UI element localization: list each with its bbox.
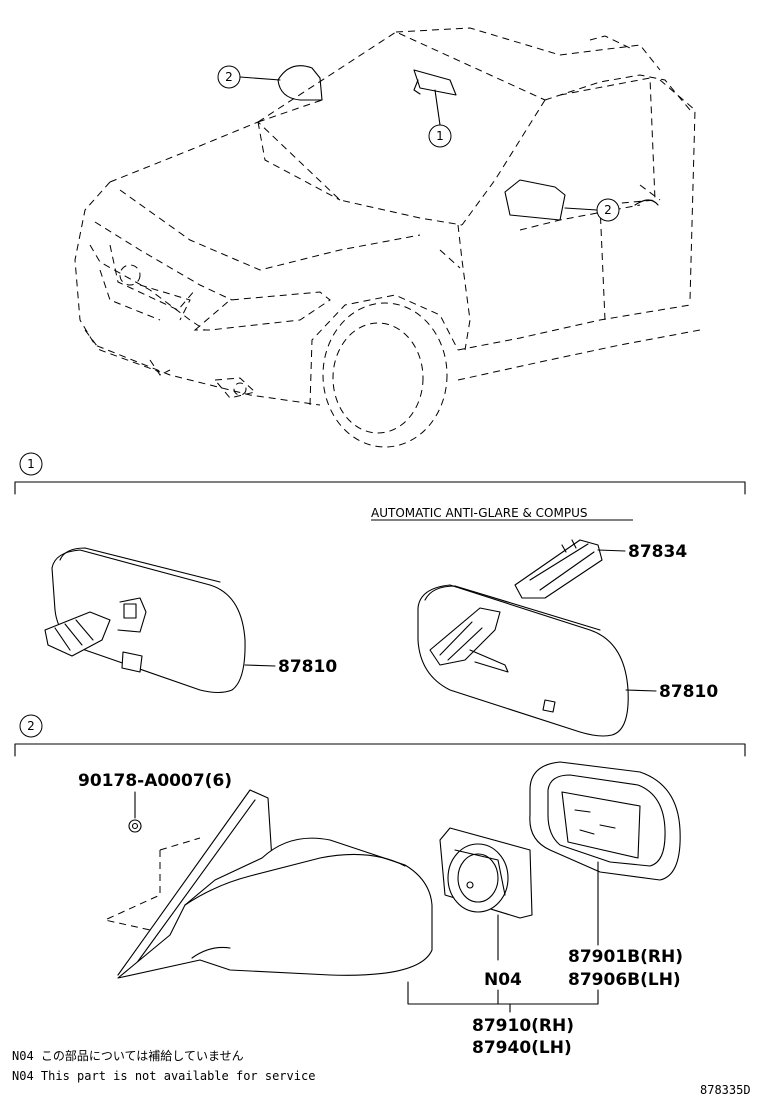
mirror-glass (529, 761, 681, 881)
section-marker: 1 (27, 457, 35, 471)
compass-bracket (514, 539, 603, 599)
leader-line (597, 549, 626, 552)
part-number-clip: 90178-A0007(6) (78, 771, 232, 791)
part-number-87810-right: 87810 (659, 682, 718, 702)
callout-mirror-2b: 2 (564, 198, 620, 222)
callout-inner-mirror-1: 1 (428, 89, 452, 148)
section-marker: 2 (27, 719, 35, 733)
car-illustration (74, 27, 701, 448)
callout-label: 1 (436, 129, 444, 143)
part-number-glass-rh: 87901B(RH) (568, 947, 683, 967)
outer-mirror-housing (117, 837, 433, 979)
section-1-heading: AUTOMATIC ANTI-GLARE & COMPUS (371, 506, 587, 520)
callout-label: 2 (225, 70, 233, 84)
diagram-code: 878335D (700, 1083, 751, 1097)
door-frame (103, 789, 273, 976)
callout-mirror-2a: 2 (217, 65, 281, 89)
note-english: N04 This part is not available for servi… (12, 1069, 315, 1083)
inner-mirror-standard (44, 547, 246, 694)
mirror-motor (439, 827, 533, 919)
note-japanese: N04 この部品については補給していません (12, 1048, 244, 1063)
part-number-assembly-lh: 87940(LH) (472, 1038, 572, 1058)
clip-icon (128, 819, 142, 833)
leader-line (625, 689, 657, 692)
part-number-87810-left: 87810 (278, 657, 337, 677)
part-number-glass-lh: 87906B(LH) (568, 970, 681, 990)
inner-mirror-auto-anti-glare (417, 584, 629, 737)
section-2-divider: 2 (14, 714, 746, 757)
leader-line (244, 664, 276, 667)
callout-label: 2 (604, 203, 612, 217)
part-number-assembly-rh: 87910(RH) (472, 1016, 574, 1036)
part-number-87834: 87834 (628, 542, 687, 562)
assembly-bracket (407, 981, 599, 1005)
section-1-divider: 1 (14, 452, 746, 495)
part-number-n04: N04 (484, 970, 522, 990)
